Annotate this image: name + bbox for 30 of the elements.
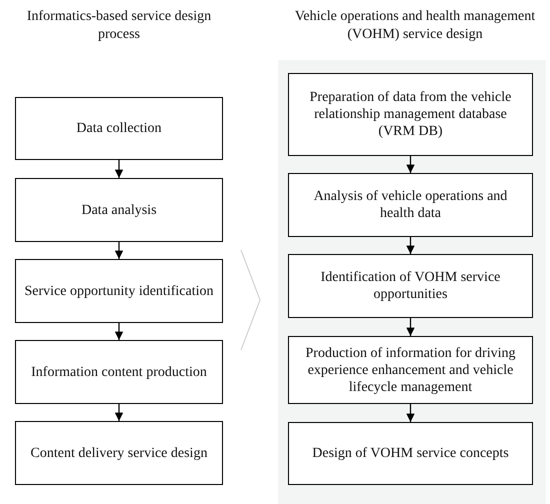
box-text: Data analysis xyxy=(81,202,157,218)
column-heading: Vehicle operations and health management (VOHM) service design xyxy=(294,8,536,44)
box-text: Analysis of vehicle operations and health data xyxy=(312,188,508,222)
box-text: Production of information for driving experience enhancement and vehicle lifecycle management xyxy=(304,344,516,396)
arrow xyxy=(114,404,124,421)
arrow xyxy=(406,318,415,336)
process-box xyxy=(288,73,533,156)
box-text: Service opportunity identification xyxy=(24,282,214,300)
box-text: Data collection xyxy=(76,120,162,137)
process-box xyxy=(288,254,533,318)
arrow xyxy=(114,242,124,259)
process-box xyxy=(15,97,223,160)
box-text: Preparation of data from the vehicle relationship management database (VRM DB) xyxy=(308,89,512,140)
column-heading: Informatics-based service design process xyxy=(26,8,212,44)
arrow xyxy=(114,160,124,178)
arrow xyxy=(406,404,415,422)
box-text: Content delivery service design xyxy=(30,444,208,462)
arrow xyxy=(406,156,415,173)
box-text: Information content production xyxy=(31,364,207,380)
arrow xyxy=(114,323,124,340)
process-box xyxy=(288,173,533,237)
process-box xyxy=(15,421,223,485)
box-text: Design of VOHM service concepts xyxy=(312,445,509,462)
process-box xyxy=(15,178,223,242)
process-box xyxy=(15,340,223,404)
process-box xyxy=(288,336,533,404)
arrow xyxy=(406,237,415,254)
process-box xyxy=(288,422,533,485)
process-box xyxy=(15,259,223,323)
box-text: Identification of VOHM service opportunities xyxy=(320,269,502,303)
